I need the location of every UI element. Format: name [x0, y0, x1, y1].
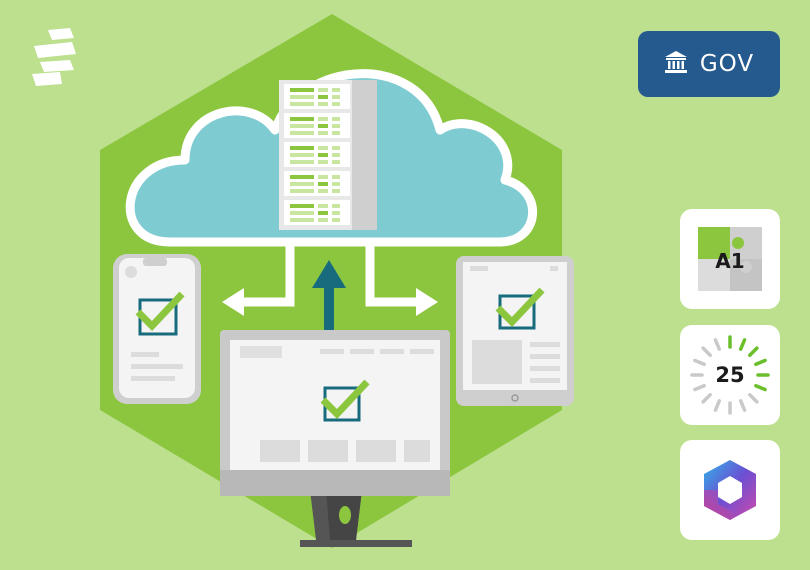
server-light: [318, 204, 328, 208]
server-light: [332, 175, 340, 179]
server-light: [332, 88, 340, 92]
ring-tick: [693, 383, 706, 392]
server-light: [290, 204, 314, 208]
server-light: [332, 102, 340, 106]
server-light: [318, 182, 328, 186]
server-light: [290, 175, 314, 179]
server-light: [332, 124, 340, 128]
tile-25: 25: [680, 325, 780, 425]
ring-tick: [754, 358, 767, 367]
server-light: [318, 160, 328, 164]
desktop-monitor: [220, 330, 450, 547]
ring-tick: [754, 383, 767, 392]
server-light: [332, 160, 340, 164]
ring-tick: [738, 399, 747, 412]
server-light: [318, 189, 328, 193]
microsoft-365-icon: [704, 460, 756, 520]
server-light: [290, 211, 314, 215]
server-light: [318, 146, 328, 150]
phone-device: [113, 254, 201, 404]
sync-connectors: [240, 242, 420, 307]
server-light: [318, 153, 328, 157]
server-light: [318, 88, 328, 92]
ring-tick: [701, 346, 712, 357]
server-light: [332, 204, 340, 208]
server-light: [332, 189, 340, 193]
tile-a1: A1: [680, 209, 780, 309]
server-light: [318, 211, 328, 215]
server-light: [318, 102, 328, 106]
server-light: [332, 95, 340, 99]
ring-tick: [701, 393, 712, 404]
server-light: [290, 95, 314, 99]
government-building-icon: [664, 50, 688, 78]
server-light: [332, 146, 340, 150]
tile-25-label: 25: [715, 363, 745, 387]
server-light: [318, 175, 328, 179]
checkmark-icon: [320, 379, 370, 420]
brand-logo-icon: [32, 28, 76, 86]
tile-m365: [680, 440, 780, 540]
ring-tick: [748, 393, 759, 404]
puzzle-piece-icon: [698, 227, 762, 291]
server-light: [332, 153, 340, 157]
server-rack-icon: [279, 80, 377, 230]
server-light: [318, 218, 328, 222]
server-light: [332, 131, 340, 135]
tablet-device: [456, 256, 574, 406]
ring-tick: [748, 346, 759, 357]
server-light: [290, 218, 314, 222]
server-light: [318, 95, 328, 99]
server-light: [332, 218, 340, 222]
ring-tick: [738, 338, 747, 351]
server-light: [290, 131, 314, 135]
progress-ring-icon: [690, 335, 770, 415]
arrow-up-icon: [312, 260, 346, 288]
server-light: [318, 124, 328, 128]
arrow-left-icon: [222, 288, 244, 316]
server-light: [290, 88, 314, 92]
server-light: [290, 189, 314, 193]
checkmark-icon: [495, 287, 545, 328]
server-light: [332, 211, 340, 215]
ring-tick: [713, 399, 722, 412]
server-light: [332, 117, 340, 121]
server-light: [290, 182, 314, 186]
server-light: [290, 146, 314, 150]
server-light: [290, 160, 314, 164]
checkmark-icon: [135, 291, 185, 332]
server-light: [290, 153, 314, 157]
server-light: [290, 102, 314, 106]
server-light: [290, 117, 314, 121]
arrow-right-icon: [416, 288, 438, 316]
gov-badge: GOV: [638, 31, 780, 97]
server-light: [318, 117, 328, 121]
tile-a1-label: A1: [715, 249, 745, 273]
server-light: [290, 124, 314, 128]
server-light: [332, 182, 340, 186]
gov-label: GOV: [699, 51, 755, 77]
arrow-up-shaft: [324, 282, 334, 344]
server-light: [318, 131, 328, 135]
ring-tick: [693, 358, 706, 367]
ring-tick: [713, 338, 722, 351]
